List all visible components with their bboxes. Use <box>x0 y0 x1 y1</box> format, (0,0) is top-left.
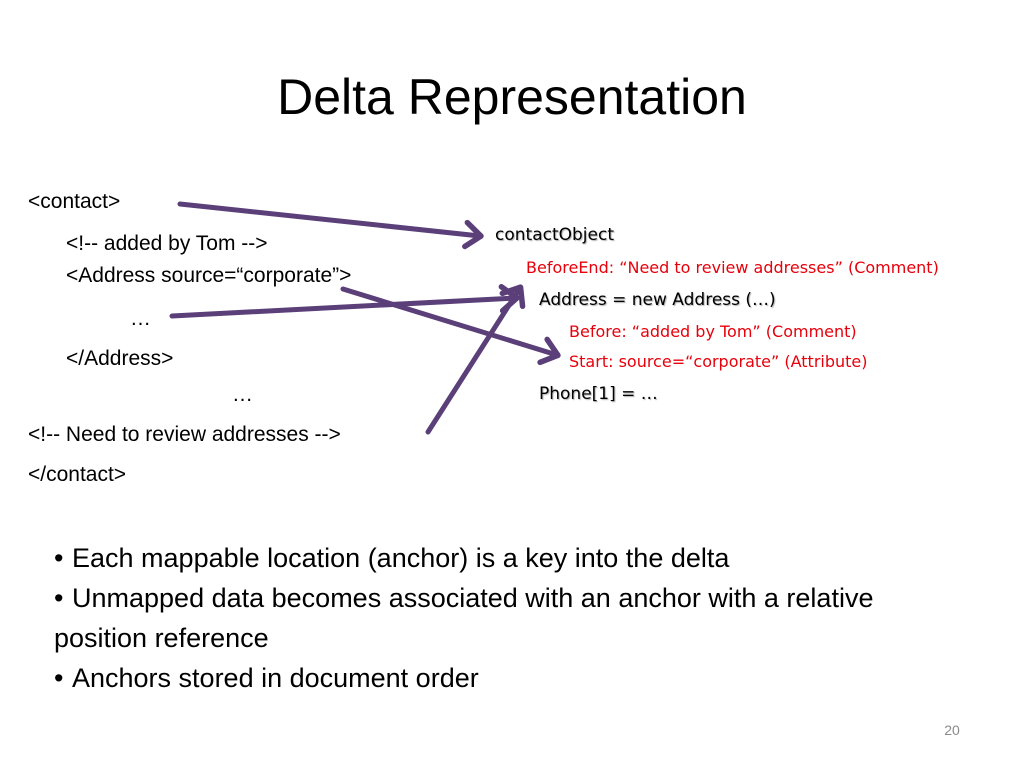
bullet-dot-icon: • <box>54 543 64 573</box>
bullet-dot-icon: • <box>54 663 64 693</box>
bullet-list: • Each mappable location (anchor) is a ke… <box>54 538 914 698</box>
delta-before-end-annotation: BeforeEnd: “Need to review addresses” (C… <box>526 258 939 277</box>
page-number: 20 <box>944 722 960 738</box>
xml-address-close: </Address> <box>66 347 174 370</box>
delta-start-attribute-annotation: Start: source=“corporate” (Attribute) <box>569 352 868 371</box>
arrow-ellipsis-to-address-object <box>169 283 520 319</box>
delta-before-annotation: Before: “added by Tom” (Comment) <box>569 322 857 341</box>
bullet-item: •Unmapped data becomes associated with a… <box>54 578 914 658</box>
bullet-item: • Each mappable location (anchor) is a ke… <box>54 538 914 578</box>
xml-comment-need-review: <!-- Need to review addresses --> <box>28 423 341 446</box>
delta-contact-object: contactObject <box>495 225 614 245</box>
xml-contact-close: </contact> <box>28 463 127 486</box>
delta-address-new: Address = new Address (…) <box>539 290 776 310</box>
delta-phone: Phone[1] = … <box>539 384 658 404</box>
bullet-text: Each mappable location (anchor) is a key… <box>72 543 730 573</box>
arrow-review-comment-to-before-end <box>425 284 526 435</box>
xml-contact-open: <contact> <box>28 190 121 213</box>
xml-comment-added-by-tom: <!-- added by Tom --> <box>66 232 268 255</box>
xml-ellipsis-inner: … <box>130 307 151 330</box>
bullet-text: Anchors stored in document order <box>72 663 479 693</box>
bullet-dot-icon: • <box>54 583 64 613</box>
xml-ellipsis-outer: … <box>232 383 253 406</box>
arrow-contact-to-contact-object <box>177 201 484 250</box>
xml-address-open: <Address source=“corporate”> <box>66 264 352 287</box>
bullet-item: • Anchors stored in document order <box>54 658 914 698</box>
arrow-address-source-to-start-attribute <box>340 286 561 366</box>
slide-title: Delta Representation <box>277 69 747 125</box>
bullet-text: Unmapped data becomes associated with an… <box>54 583 874 653</box>
